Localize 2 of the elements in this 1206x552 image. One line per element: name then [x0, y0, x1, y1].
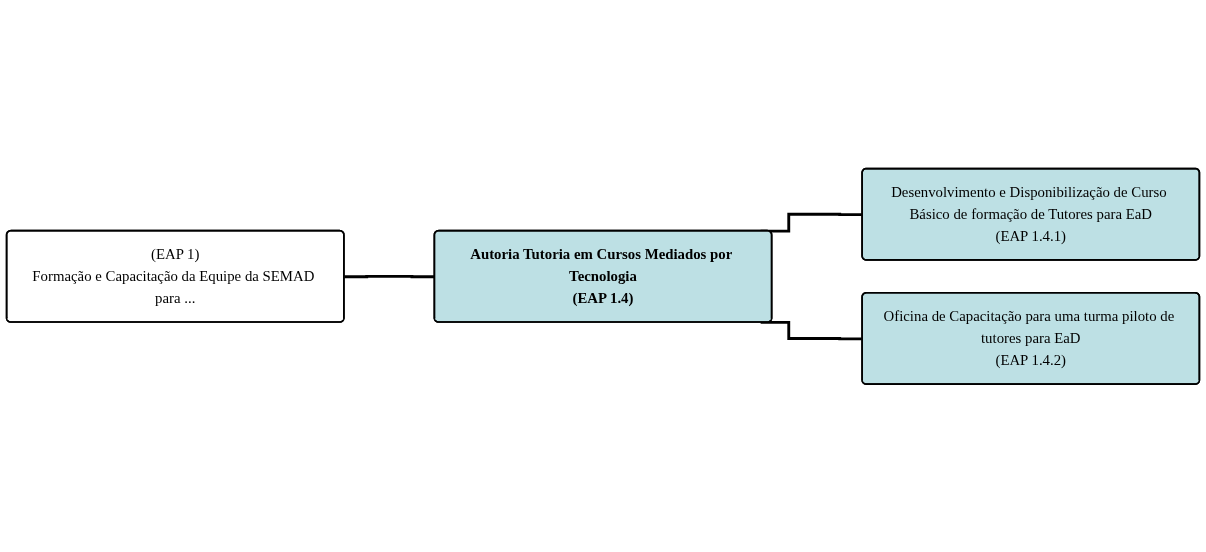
- connector: [760, 320, 863, 340]
- connector: [344, 274, 435, 278]
